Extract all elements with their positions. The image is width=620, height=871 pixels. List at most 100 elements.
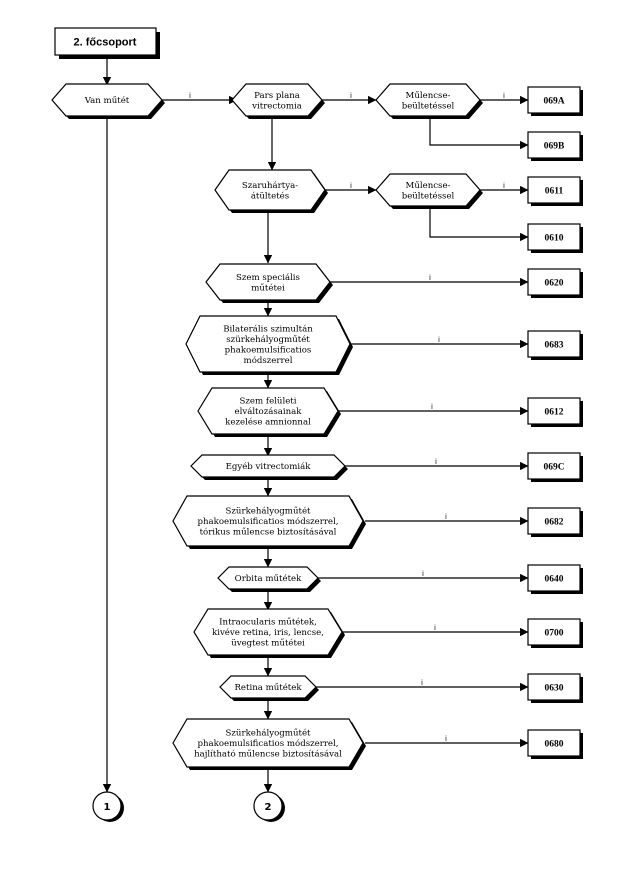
node-shape bbox=[172, 718, 364, 768]
node-label-line: Műlencse- bbox=[406, 180, 451, 191]
node-orbita: Orbita műtétek bbox=[217, 566, 321, 592]
edge-mulencse1-to-069B bbox=[429, 116, 529, 150]
code-box-0620: 0620 bbox=[527, 268, 583, 298]
node-label-line: Van műtét bbox=[84, 95, 130, 106]
code-box-0682: 0682 bbox=[527, 507, 583, 537]
code-label: 0612 bbox=[545, 408, 564, 418]
node-intraocularis: Intraocularis műtétek,kivéve retina, iri… bbox=[193, 608, 345, 658]
node-shape bbox=[214, 169, 326, 211]
node-label-line: beültetéssel bbox=[402, 100, 455, 111]
edges bbox=[102, 58, 529, 793]
node-shape bbox=[375, 83, 481, 117]
code-label: 0611 bbox=[545, 187, 564, 197]
code-box-frame bbox=[527, 397, 581, 425]
code-box-069B: 069B bbox=[527, 131, 583, 161]
node-shape bbox=[217, 566, 319, 590]
code-label: 0683 bbox=[545, 341, 564, 351]
code-label: 0610 bbox=[545, 234, 564, 244]
code-box-0680: 0680 bbox=[527, 729, 583, 759]
code-label: 069C bbox=[543, 463, 564, 473]
node-label-line: Szaruhártya- bbox=[242, 180, 298, 191]
node-shape bbox=[197, 387, 339, 435]
code-label: 0640 bbox=[545, 575, 564, 585]
node-label-line: Pars plana bbox=[254, 91, 300, 101]
code-box-frame bbox=[527, 223, 581, 251]
code-box-0640: 0640 bbox=[527, 564, 583, 594]
edge-mulencse2-to-0610 bbox=[429, 206, 529, 242]
node-label-line: átültetés bbox=[251, 190, 289, 201]
code-box-frame bbox=[527, 507, 581, 535]
code-box-0611: 0611 bbox=[527, 176, 583, 206]
node-label-line: hajlítható műlencse biztosításával bbox=[194, 749, 342, 760]
edge-label-i: i bbox=[445, 735, 447, 743]
start-node: 2. főcsoport bbox=[54, 27, 160, 59]
node-label-line: Intraocularis műtétek, bbox=[219, 617, 317, 628]
code-box-frame bbox=[527, 618, 581, 646]
edge-label-i: i bbox=[438, 336, 440, 344]
code-box-frame bbox=[527, 268, 581, 296]
connector-1-label: 1 bbox=[104, 802, 111, 813]
code-label: 0682 bbox=[545, 518, 564, 528]
code-box-frame bbox=[527, 176, 581, 204]
node-shape bbox=[375, 173, 481, 207]
edge-label-i: i bbox=[350, 92, 352, 100]
node-egyeb-vitrectomiak: Egyéb vitrectomiák bbox=[190, 454, 348, 480]
node-label-line: Szürkehályogműtét bbox=[226, 728, 312, 739]
code-label: 0620 bbox=[545, 279, 564, 289]
node-label-line: elváltozásainak bbox=[235, 406, 303, 417]
code-box-0612: 0612 bbox=[527, 397, 583, 427]
node-mulencse-1: Műlencse-beültetéssel bbox=[375, 83, 483, 119]
node-label-line: üvegtest műtétei bbox=[231, 638, 305, 649]
node-label-line: műtétei bbox=[251, 282, 285, 293]
node-label-line: Szem felületi bbox=[240, 397, 297, 407]
node-bilateralis: Bilaterális szimultánszürkehályogműtétph… bbox=[185, 315, 353, 375]
start-node-label: 2. főcsoport bbox=[74, 37, 137, 49]
edge-label-i: i bbox=[189, 92, 191, 100]
code-box-frame bbox=[527, 452, 581, 480]
code-box-frame bbox=[527, 673, 581, 701]
node-label-line: Retina műtétek bbox=[234, 682, 302, 693]
node-szaruhartya: Szaruhártya-átültetés bbox=[214, 169, 328, 213]
code-box-frame bbox=[527, 330, 581, 358]
code-box-069A: 069A bbox=[527, 86, 583, 116]
node-label-line: vitrectomia bbox=[251, 101, 302, 111]
code-box-frame bbox=[527, 564, 581, 592]
node-label-line: Szem speciális bbox=[236, 272, 300, 283]
node-label-line: módszerrel bbox=[244, 355, 293, 366]
node-shape bbox=[51, 83, 163, 117]
node-label-line: Szürkehályogműtét bbox=[226, 506, 312, 517]
node-shape bbox=[190, 454, 346, 478]
edge-label-i: i bbox=[429, 274, 431, 282]
code-label: 069A bbox=[543, 97, 564, 107]
node-label-line: Bilaterális szimultán bbox=[223, 323, 313, 334]
edge-label-i: i bbox=[434, 624, 436, 632]
edge-labels: i i i i i i i i i i i i i i bbox=[189, 92, 505, 743]
node-label-line: szürkehályogműtét bbox=[226, 334, 310, 345]
decision-van-mutet: Van műtét bbox=[51, 83, 165, 119]
node-shape bbox=[172, 495, 364, 547]
node-shape bbox=[185, 315, 351, 373]
code-label: 0700 bbox=[545, 629, 564, 639]
edge-label-i: i bbox=[503, 92, 505, 100]
edge-label-i: i bbox=[422, 570, 424, 578]
node-label-line: Műlencse- bbox=[406, 90, 451, 101]
node-label-line: Orbita műtétek bbox=[235, 573, 302, 584]
edge-label-i: i bbox=[503, 182, 505, 190]
code-box-0683: 0683 bbox=[527, 330, 583, 360]
edge-label-i: i bbox=[350, 182, 352, 190]
edge-label-i: i bbox=[421, 679, 423, 687]
code-label: 069B bbox=[544, 142, 565, 152]
code-label: 0630 bbox=[545, 684, 564, 694]
code-box-frame bbox=[527, 86, 581, 114]
edge-label-i: i bbox=[435, 458, 437, 466]
node-shape bbox=[231, 83, 323, 117]
code-label: 0680 bbox=[545, 740, 564, 750]
node-label-line: kezelése amnionnal bbox=[225, 417, 311, 428]
code-box-frame bbox=[527, 729, 581, 757]
connector-2-label: 2 bbox=[265, 802, 272, 813]
node-label-line: tórikus műlencse biztosításával bbox=[200, 527, 337, 538]
